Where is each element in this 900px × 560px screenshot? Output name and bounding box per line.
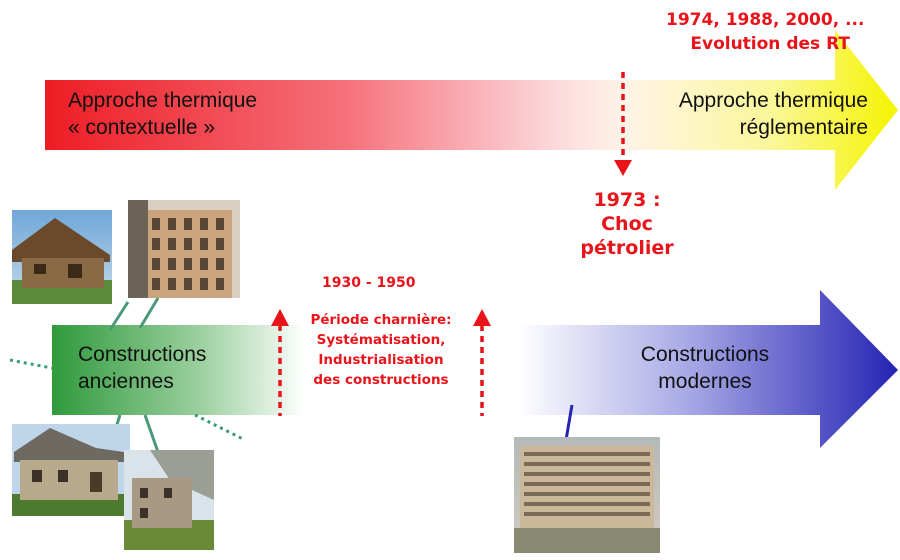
oil-shock-line2: pétrolier xyxy=(580,237,674,259)
transition-line3: Industrialisation xyxy=(318,352,444,368)
rt-caption: Evolution des RT xyxy=(690,34,850,54)
transition-line4: des constructions xyxy=(313,372,449,388)
connector-line xyxy=(143,414,160,453)
contextual-approach-line2: « contextuelle » xyxy=(68,116,216,139)
oil-shock-marker-arrowhead xyxy=(614,160,632,176)
contextual-approach-line1: Approche thermique xyxy=(68,89,258,112)
regulatory-approach-label: Approche thermique réglementaire xyxy=(640,87,868,141)
connector-line xyxy=(108,301,130,331)
connector-line xyxy=(564,404,574,441)
old-constructions-label: Constructions anciennes xyxy=(78,341,206,395)
regulatory-approach-line2: réglementaire xyxy=(739,116,868,139)
oil-shock-line1: Choc xyxy=(601,213,653,235)
dotted-connector xyxy=(9,358,53,370)
modern-constructions-line1: Constructions xyxy=(640,343,770,366)
regulatory-approach-arrow xyxy=(45,30,898,190)
modern-constructions-label: Constructions modernes xyxy=(612,341,798,395)
construction-evolution-arrow xyxy=(52,290,898,448)
contextual-approach-label: Approche thermique « contextuelle » xyxy=(68,87,257,141)
old-constructions-line2: anciennes xyxy=(78,370,174,393)
period-end-marker-arrowhead xyxy=(473,309,491,326)
photo-stone-house xyxy=(12,424,130,516)
transition-line1: Période charnière: xyxy=(310,312,452,328)
rt-dates: 1974, 1988, 2000, ... xyxy=(666,10,865,30)
oil-shock-label: 1973 : Choc pétrolier xyxy=(572,188,682,260)
connector-line xyxy=(138,297,160,329)
photo-village-house xyxy=(124,450,214,550)
rt-dates-label: 1974, 1988, 2000, ... Evolution des RT xyxy=(666,8,865,56)
modern-constructions-line2: modernes xyxy=(658,370,752,393)
old-constructions-line1: Constructions xyxy=(78,343,207,366)
transition-years: 1930 - 1950 xyxy=(322,275,416,291)
transition-line2: Systématisation, xyxy=(316,332,446,348)
oil-shock-year: 1973 : xyxy=(593,189,661,211)
photo-old-farmhouse xyxy=(12,210,112,304)
transition-description: Période charnière: Systématisation, Indu… xyxy=(290,310,472,390)
regulatory-approach-line1: Approche thermique xyxy=(678,89,868,112)
photo-apartment-building xyxy=(128,200,240,298)
period-start-marker-arrowhead xyxy=(271,309,289,326)
dotted-connector xyxy=(194,413,246,442)
photo-modern-housing-block xyxy=(514,437,660,553)
